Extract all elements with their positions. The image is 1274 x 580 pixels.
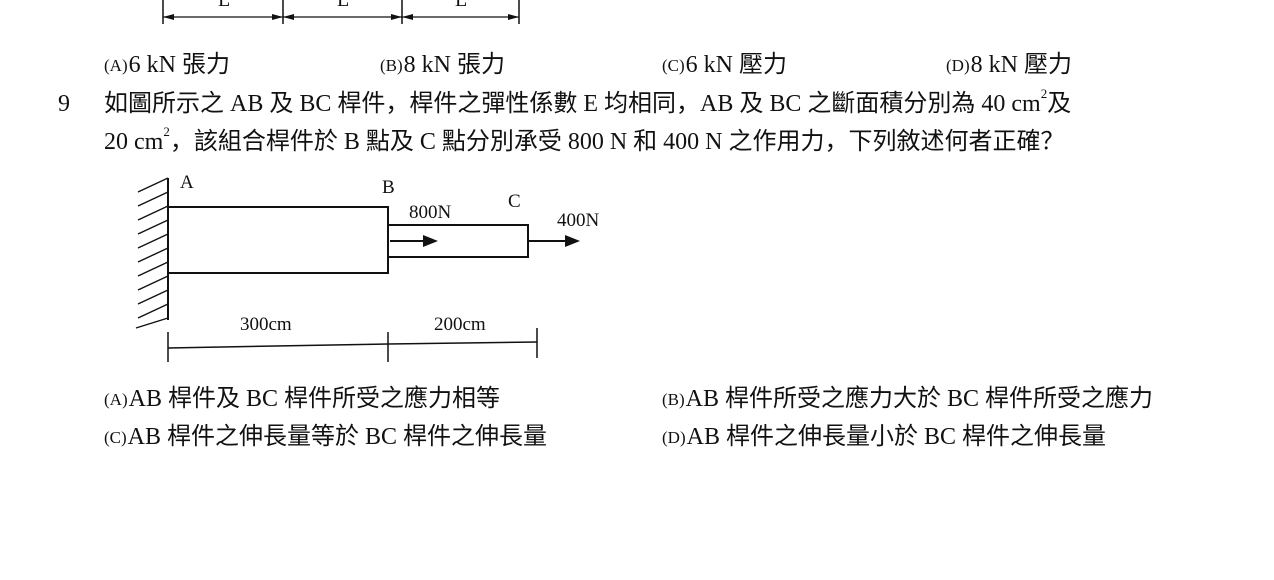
bar-ab — [167, 206, 389, 274]
dimension-label-1: L — [218, 0, 230, 11]
option-text: 8 kN 壓力 — [970, 52, 1072, 78]
option-text: AB 桿件之伸長量小於 BC 桿件之伸長量 — [686, 424, 1106, 450]
option-text: AB 桿件及 BC 桿件所受之應力相等 — [128, 386, 500, 412]
dimension-label-ab: 300cm — [240, 314, 292, 335]
q9-option-c[interactable]: (C)AB 桿件之伸長量等於 BC 桿件之伸長量 — [104, 422, 547, 454]
question-number: 9 — [58, 91, 70, 117]
dimension-line — [167, 328, 538, 362]
option-text: 6 kN 壓力 — [685, 52, 788, 78]
option-letter: (C) — [104, 428, 127, 447]
option-letter: (C) — [662, 56, 685, 75]
question-stem-line-2: 20 cm2，該組合桿件於 B 點及 C 點分別承受 800 N 和 400 N… — [104, 124, 1065, 155]
q8-option-a[interactable]: (A)6 kN 張力 — [104, 50, 230, 82]
q9-option-a[interactable]: (A)AB 桿件及 BC 桿件所受之應力相等 — [104, 384, 500, 416]
dimension-label-3: L — [455, 0, 467, 11]
question-stem-line-1: 如圖所示之 AB 及 BC 桿件，桿件之彈性係數 E 均相同，AB 及 BC 之… — [104, 86, 1072, 117]
q8-option-d[interactable]: (D)8 kN 壓力 — [946, 50, 1072, 82]
dimension-label-2: L — [337, 0, 349, 11]
option-text: AB 桿件之伸長量等於 BC 桿件之伸長量 — [127, 424, 548, 450]
q8-option-c[interactable]: (C)6 kN 壓力 — [662, 50, 787, 82]
option-letter: (A) — [104, 56, 128, 75]
wall-hatching — [135, 177, 169, 329]
q9-option-b[interactable]: (B)AB 桿件所受之應力大於 BC 桿件所受之應力 — [662, 384, 1153, 416]
option-letter: (D) — [946, 56, 970, 75]
bar-diagram: A B C 800N 400N 300cm 200cm — [135, 172, 600, 362]
force-label-c: 400N — [557, 210, 600, 231]
point-label-a: A — [180, 172, 194, 193]
option-letter: (A) — [104, 390, 128, 409]
point-label-c: C — [508, 191, 521, 212]
force-label-b: 800N — [409, 202, 452, 223]
option-letter: (D) — [662, 428, 686, 447]
dimension-label-bc: 200cm — [434, 314, 486, 335]
option-text: 8 kN 張力 — [403, 52, 506, 78]
q8-option-b[interactable]: (B)8 kN 張力 — [380, 50, 505, 82]
q9-option-d[interactable]: (D)AB 桿件之伸長量小於 BC 桿件之伸長量 — [662, 422, 1106, 454]
option-letter: (B) — [662, 390, 685, 409]
option-text: 6 kN 張力 — [128, 52, 230, 78]
option-text: AB 桿件所受之應力大於 BC 桿件所受之應力 — [685, 386, 1154, 412]
option-letter: (B) — [380, 56, 403, 75]
previous-figure-dimensions: L L L — [162, 0, 520, 24]
point-label-b: B — [382, 177, 395, 198]
